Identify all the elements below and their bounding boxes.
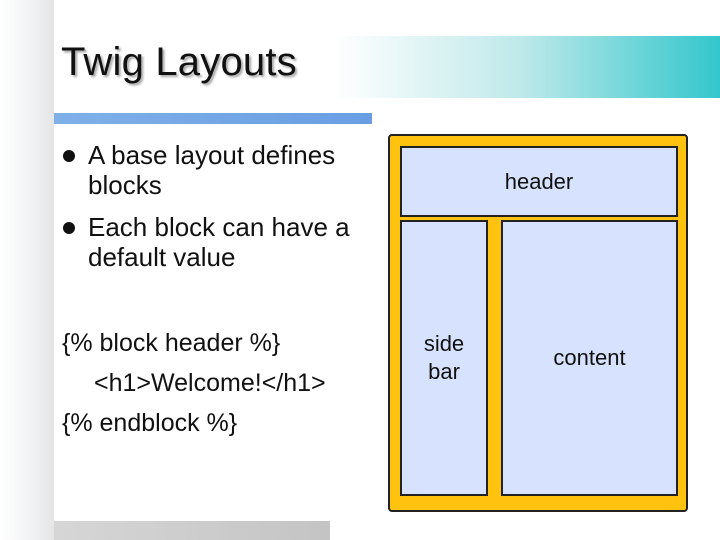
bottom-decorative-bar <box>54 521 330 540</box>
bullet-dot-icon <box>63 150 75 162</box>
code-line: {% block header %} <box>62 329 281 357</box>
sidebar-block-label: side bar <box>423 331 465 384</box>
bullet-item: Each block can have a default value <box>62 212 382 272</box>
code-line: {% endblock %} <box>62 409 238 437</box>
code-example: {% block header %} <h1>Welcome!</h1> {% … <box>62 323 326 443</box>
layout-content-block: content <box>501 220 678 496</box>
content-block-label: content <box>553 345 626 370</box>
bullet-text: A base layout defines blocks <box>88 140 336 200</box>
title-underline-bar <box>54 113 372 124</box>
bullet-item: A base layout defines blocks <box>62 140 382 200</box>
title-band <box>54 36 720 98</box>
layout-diagram: header side bar content <box>388 134 688 512</box>
layout-header-block: header <box>400 146 678 217</box>
left-decorative-strip <box>0 0 54 540</box>
header-block-label: header <box>504 168 574 194</box>
bullet-text: Each block can have a default value <box>88 212 350 272</box>
layout-sidebar-block: side bar <box>400 220 488 496</box>
bullet-dot-icon <box>63 222 75 234</box>
bullet-list: A base layout defines blocks Each block … <box>62 140 382 284</box>
slide-title: Twig Layouts <box>61 40 297 84</box>
code-line: <h1>Welcome!</h1> <box>94 369 326 397</box>
